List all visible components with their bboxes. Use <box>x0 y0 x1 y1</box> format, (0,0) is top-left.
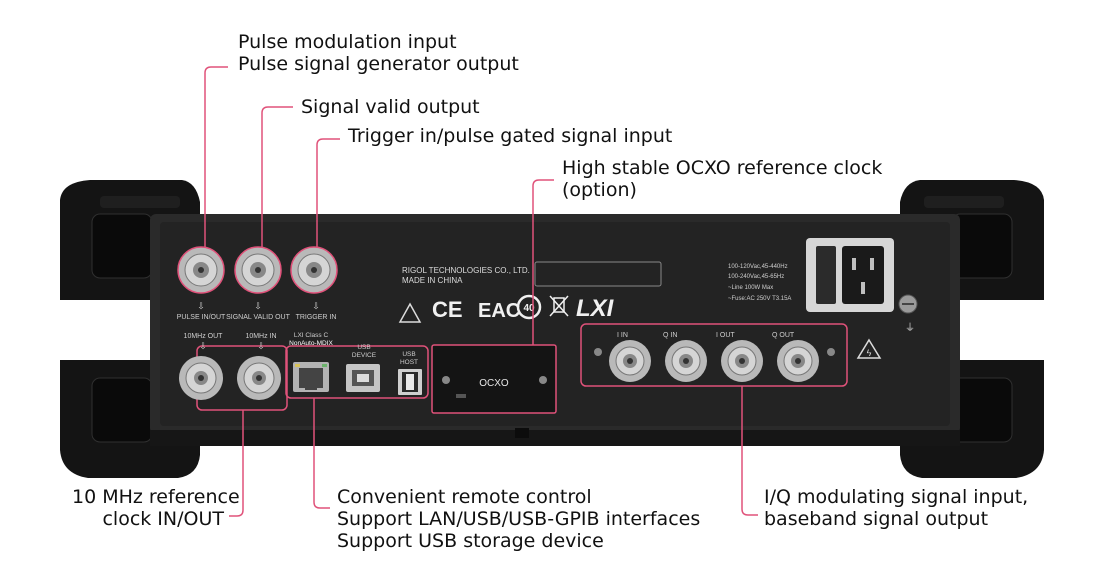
ce-mark: CE <box>432 297 463 322</box>
bnc-trigger-in[interactable] <box>290 246 338 294</box>
branding-area: RIGOL TECHNOLOGIES CO., LTD. MADE IN CHI… <box>398 261 662 323</box>
power-spec-2: 100-240Vac,45-65Hz <box>728 274 784 280</box>
port-arrow-icon: ⇩ <box>199 341 207 351</box>
callout-iq: I/Q modulating signal input, baseband si… <box>764 486 1028 530</box>
ocxo-label: OCXO <box>479 378 509 389</box>
label-i-out: I OUT <box>716 332 735 339</box>
eac-mark: EAC <box>478 300 520 322</box>
label-nonauto-mdix: NonAuto-MDIX <box>289 340 333 347</box>
company-name: RIGOL TECHNOLOGIES CO., LTD. <box>402 266 530 275</box>
callout-line: I/Q modulating signal input, <box>764 486 1029 508</box>
bnc-i-in[interactable] <box>609 340 651 382</box>
callout-line: Support USB storage device <box>337 530 604 552</box>
usb-host-port[interactable] <box>398 369 422 395</box>
callout-line: 10 MHz reference <box>72 486 240 508</box>
bnc-i-out[interactable] <box>721 340 763 382</box>
callout-line: (option) <box>562 179 637 201</box>
made-in-china: MADE IN CHINA <box>402 276 463 285</box>
svg-text:40: 40 <box>523 303 535 314</box>
callout-line: Signal valid output <box>301 96 480 118</box>
usb-device-port[interactable] <box>346 364 380 392</box>
ocxo-module: OCXO <box>431 344 557 414</box>
label-10mhz-out: 10MHz OUT <box>184 333 224 340</box>
label-q-out: Q OUT <box>772 332 795 339</box>
port-arrow-icon: ⇩ <box>257 341 265 351</box>
ground-screw[interactable] <box>898 294 918 314</box>
rohs-icon: 40 <box>516 294 542 320</box>
power-spec-4: ~Fuse:AC 250V T3.15A <box>728 296 791 302</box>
lan-port[interactable] <box>293 362 329 392</box>
label-signal-valid-out: SIGNAL VALID OUT <box>226 314 291 321</box>
bnc-top-row: PULSE IN/OUT SIGNAL VALID OUT TRIGGER IN… <box>177 246 338 321</box>
callout-ocxo: High stable OCXO reference clock (option… <box>562 157 882 201</box>
callout-remote-control: Convenient remote control Support LAN/US… <box>337 486 700 552</box>
callout-line: Support LAN/USB/USB-GPIB interfaces <box>337 508 701 530</box>
hazard-warning-icon: ϟ <box>856 338 882 359</box>
ground-icon: ⏚ <box>905 322 915 334</box>
bnc-10mhz-out[interactable] <box>179 356 223 400</box>
lxi-logo: LXI <box>576 295 615 322</box>
label-usb-host-1: USB <box>402 351 415 358</box>
label-pulse-in-out: PULSE IN/OUT <box>177 314 226 321</box>
warning-triangle-icon <box>398 302 422 323</box>
label-lxi-class: LXI Class C <box>294 332 329 339</box>
label-i-in: I IN <box>617 332 628 339</box>
callout-pulse-modulation: Pulse modulation input Pulse signal gene… <box>238 31 519 75</box>
bnc-signal-valid-out[interactable] <box>234 246 282 294</box>
label-usb-host-2: HOST <box>400 359 418 366</box>
label-usb-device-1: USB <box>357 344 370 351</box>
power-spec-3: ~Line 100W Max <box>728 285 773 291</box>
callout-signal-valid: Signal valid output <box>301 96 480 118</box>
callout-lines <box>204 66 758 517</box>
callout-line: Pulse modulation input <box>238 31 457 53</box>
bnc-pulse-in-out[interactable] <box>177 246 225 294</box>
port-arrow-icon: ⇩ <box>197 301 205 311</box>
power-socket[interactable] <box>806 238 894 312</box>
bnc-q-in[interactable] <box>665 340 707 382</box>
svg-text:ϟ: ϟ <box>867 348 872 358</box>
bnc-10mhz-row: 10MHz OUT 10MHz IN ⇩ ⇩ <box>179 333 288 411</box>
remote-ports-group: LXI Class C NonAuto-MDIX USB DEVICE USB … <box>285 332 429 399</box>
callout-line: High stable OCXO reference clock <box>562 157 883 179</box>
weee-bin-icon <box>549 295 569 317</box>
port-arrow-icon: ⇩ <box>312 301 320 311</box>
power-inlet-area: 100-120Vac,45-440Hz 100-240Vac,45-65Hz ~… <box>728 238 918 334</box>
port-arrow-icon: ⇩ <box>254 301 262 311</box>
callout-trigger: Trigger in/pulse gated signal input <box>348 125 672 147</box>
bnc-10mhz-in[interactable] <box>237 356 281 400</box>
label-usb-device-2: DEVICE <box>352 352 377 359</box>
iq-bnc-group: I IN Q IN I OUT Q OUT <box>580 323 848 387</box>
label-trigger-in: TRIGGER IN <box>296 314 337 321</box>
label-q-in: Q IN <box>663 332 677 339</box>
callout-line: baseband signal output <box>764 508 989 530</box>
bnc-q-out[interactable] <box>777 340 819 382</box>
callout-line: Convenient remote control <box>337 486 592 508</box>
power-spec-1: 100-120Vac,45-440Hz <box>728 264 788 270</box>
label-10mhz-in: 10MHz IN <box>245 333 276 340</box>
callout-line: Trigger in/pulse gated signal input <box>348 125 673 147</box>
callout-line: clock IN/OUT <box>102 508 224 530</box>
callout-ref-clock: 10 MHz reference clock IN/OUT <box>72 486 240 530</box>
callout-line: Pulse signal generator output <box>238 53 519 75</box>
